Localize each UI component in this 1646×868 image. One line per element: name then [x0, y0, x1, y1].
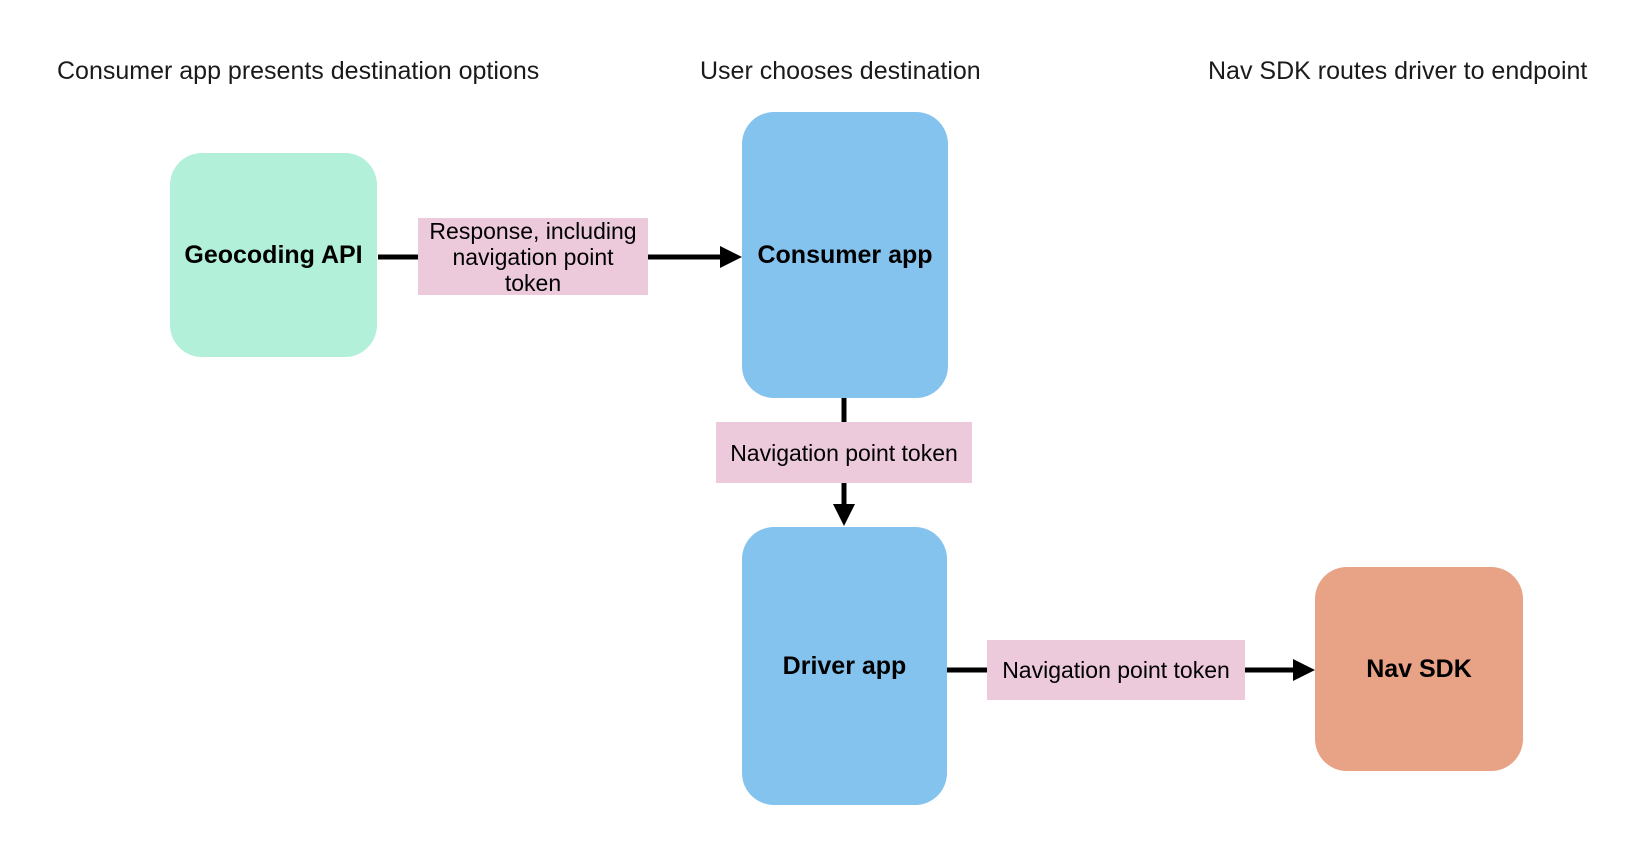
- edge-label-response-including-token: Response, including navigation point tok…: [418, 218, 648, 296]
- column-header-user-chooses: User chooses destination: [700, 57, 981, 85]
- edge-label-navigation-point-token-consumer-driver: Navigation point token: [716, 422, 972, 483]
- node-consumer-app: Consumer app: [742, 112, 948, 398]
- node-consumer-app-label: Consumer app: [757, 240, 933, 269]
- node-driver-app: Driver app: [742, 527, 947, 805]
- node-driver-app-label: Driver app: [782, 651, 907, 680]
- node-geocoding-api: Geocoding API: [170, 153, 377, 357]
- edge-label-navigation-point-token-driver-navsdk: Navigation point token: [987, 640, 1245, 700]
- node-nav-sdk: Nav SDK: [1315, 567, 1523, 771]
- arrow-geocoding-to-consumer-head-icon: [720, 246, 742, 268]
- arrow-consumer-to-driver-head-icon: [833, 504, 855, 526]
- column-header-nav-sdk-routes: Nav SDK routes driver to endpoint: [1208, 57, 1588, 85]
- arrow-driver-to-navsdk-head-icon: [1293, 659, 1315, 681]
- node-nav-sdk-label: Nav SDK: [1366, 654, 1472, 683]
- column-header-consumer-presents: Consumer app presents destination option…: [57, 57, 540, 85]
- node-geocoding-api-label: Geocoding API: [184, 240, 363, 269]
